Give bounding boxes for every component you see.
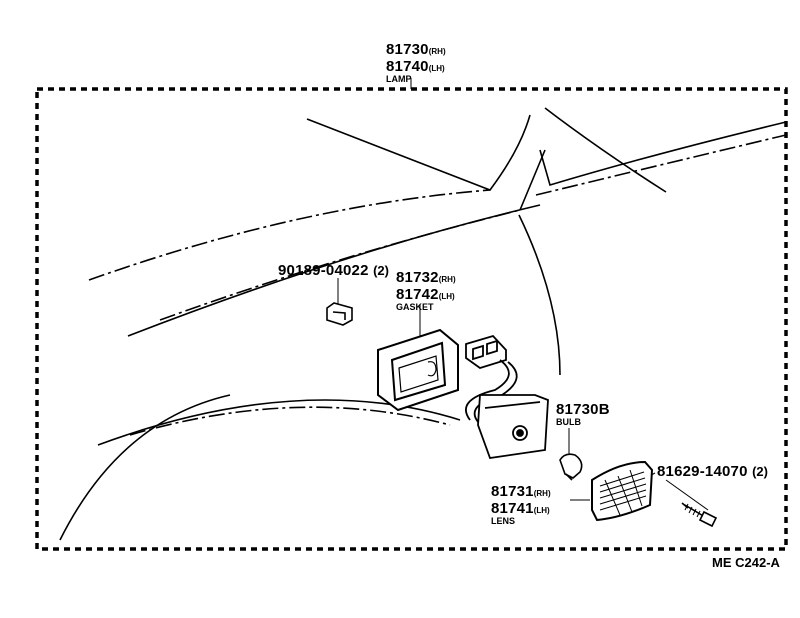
car-body-outline [59, 107, 787, 541]
gasket-label: 81732(RH) 81742(LH) GASKET [396, 270, 456, 312]
lens-name: LENS [491, 516, 516, 526]
socket-harness-icon [465, 334, 549, 459]
lamp-side-rh: (RH) [428, 47, 446, 56]
gasket-name: GASKET [396, 302, 434, 312]
lamp-pn-rh: 81730 [386, 41, 429, 58]
bulb-icon [559, 453, 583, 481]
gasket-icon [377, 328, 459, 412]
screw-qty: (2) [752, 464, 768, 479]
bulb-pn: 81730B [556, 401, 610, 418]
lens-side-lh: (LH) [533, 506, 550, 515]
lamp-label: 81730(RH) 81740(LH) LAMP [386, 42, 446, 84]
lamp-side-lh: (LH) [428, 64, 445, 73]
lens-icon [591, 460, 654, 522]
lens-pn-lh: 81741 [491, 500, 534, 517]
bulb-name: BULB [556, 417, 581, 427]
lens-pn-rh: 81731 [491, 483, 534, 500]
lens-label: 81731(RH) 81741(LH) LENS [491, 484, 551, 526]
assembly-boundary [35, 87, 788, 551]
screw-icon [681, 502, 718, 528]
gasket-side-rh: (RH) [438, 275, 456, 284]
figure-code: ME C242-A [712, 555, 780, 570]
nut-icon [326, 302, 353, 326]
lamp-pn-lh: 81740 [386, 58, 429, 75]
gasket-pn-rh: 81732 [396, 269, 439, 286]
gasket-side-lh: (LH) [438, 292, 455, 301]
lens-side-rh: (RH) [533, 489, 551, 498]
lamp-name: LAMP [386, 74, 412, 84]
nut-pn: 90189-04022 [278, 262, 369, 279]
gasket-pn-lh: 81742 [396, 286, 439, 303]
screw-label: 81629-14070 (2) [657, 464, 768, 480]
nut-label: 90189-04022 (2) [278, 263, 389, 279]
nut-qty: (2) [373, 263, 389, 278]
bulb-label: 81730B BULB [556, 402, 610, 427]
screw-pn: 81629-14070 [657, 463, 748, 480]
